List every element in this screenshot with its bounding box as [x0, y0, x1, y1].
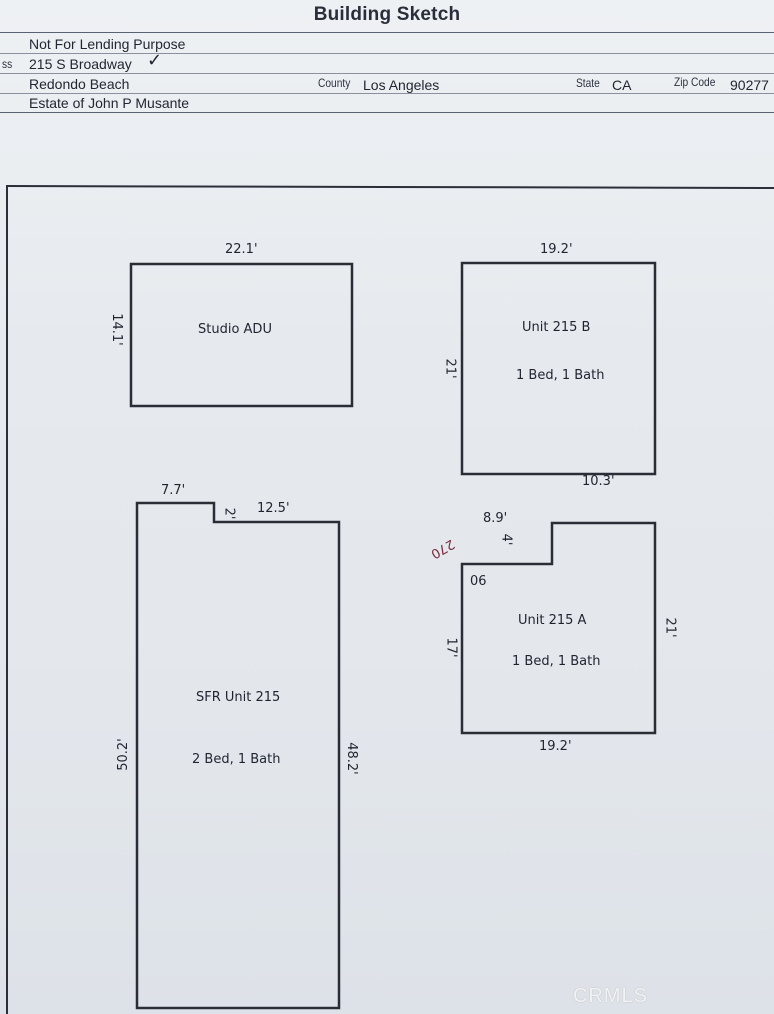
state-text: CA	[612, 77, 632, 93]
unit-a-left-dimension: 17'	[443, 637, 459, 658]
zip-text: 90277	[730, 77, 769, 93]
purpose-text: Not For Lending Purpose	[29, 36, 186, 52]
owner-text: Estate of John P Musante	[29, 95, 190, 111]
unit-a-inner-angle: 90	[470, 571, 487, 586]
unit-215b-outline	[460, 261, 657, 476]
county-text: Los Angeles	[363, 77, 440, 93]
header-rule	[0, 53, 774, 54]
crmls-watermark: CRMLS	[572, 985, 648, 1007]
check-mark-icon: ✓	[147, 50, 163, 71]
unit-215a-outline	[460, 521, 657, 735]
unit-a-right-dimension: 21'	[662, 617, 678, 638]
sfr-top-right-dimension: 12.5'	[257, 501, 290, 516]
unit-a-beds: 1 Bed, 1 Bath	[512, 654, 601, 669]
studio-name: Studio ADU	[198, 322, 272, 337]
unit-b-bottom-dimension: 10.3'	[582, 474, 615, 489]
address-label: ss	[2, 57, 13, 71]
sfr-notch-dimension: 2'	[221, 507, 237, 520]
header-rule	[0, 73, 774, 74]
sfr-unit-215-outline	[135, 501, 341, 1010]
sfr-name: SFR Unit 215	[196, 690, 281, 705]
zip-label: Zip Code	[674, 75, 716, 89]
document-title: Building Sketch	[313, 4, 461, 25]
unit-a-bottom-dimension: 19.2'	[539, 739, 572, 754]
unit-a-name: Unit 215 A	[518, 613, 587, 628]
header-rule	[0, 112, 774, 113]
unit-b-name: Unit 215 B	[522, 320, 591, 335]
header-rule	[0, 32, 774, 33]
unit-a-notch-dimension: 4'	[498, 533, 514, 546]
address-text: 215 S Broadway	[29, 56, 132, 72]
sketch-frame-top	[5, 185, 774, 189]
unit-b-beds: 1 Bed, 1 Bath	[516, 368, 605, 383]
county-label: County	[318, 76, 351, 90]
studio-adu-outline	[129, 262, 354, 408]
state-label: State	[576, 76, 600, 90]
sfr-right-dimension: 48.2'	[343, 742, 359, 775]
header-rule	[0, 93, 774, 94]
sfr-left-dimension: 50.2'	[115, 738, 131, 771]
sfr-top-left-dimension: 7.7'	[161, 483, 186, 498]
city-text: Redondo Beach	[29, 76, 130, 92]
studio-side-dimension: 14.1'	[108, 313, 124, 346]
sfr-beds: 2 Bed, 1 Bath	[192, 752, 281, 767]
unit-b-top-dimension: 19.2'	[540, 242, 573, 257]
studio-top-dimension: 22.1'	[225, 242, 258, 257]
unit-b-side-dimension: 21'	[442, 358, 458, 379]
unit-a-top-dimension: 8.9'	[483, 511, 508, 526]
